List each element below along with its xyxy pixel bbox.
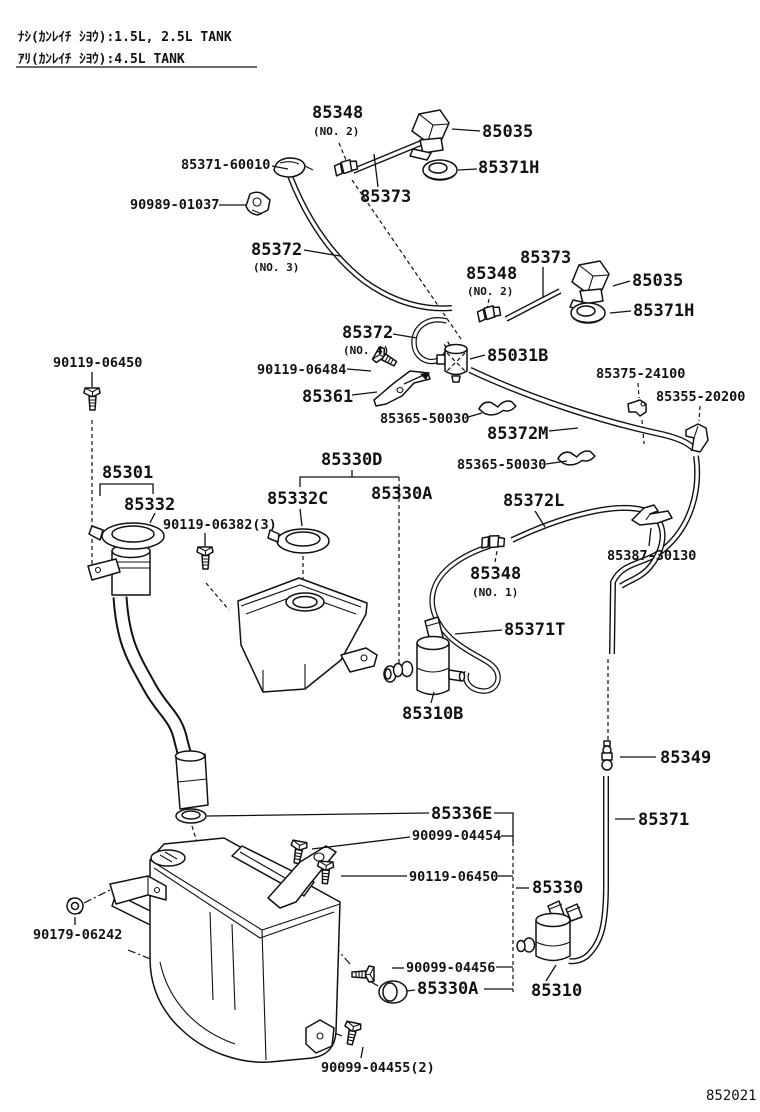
- part-label-85031B: 85031B: [487, 346, 549, 366]
- clamp-90989-01037: [245, 191, 271, 216]
- part-label-85330A-upper: 85330A: [371, 484, 433, 504]
- part-label-85387-30130: 85387-30130: [607, 548, 697, 564]
- part-label-85332C: 85332C: [267, 489, 329, 509]
- tank-note-line2: ｱﾘ(ｶﾝﾚｲﾁ ｼﾖｳ):4.5L TANK: [18, 52, 185, 67]
- connector-85031B: [436, 343, 468, 383]
- part-label-85371-60010: 85371-60010: [181, 157, 271, 173]
- part-label-85330D: 85330D: [321, 450, 383, 470]
- part-label-85348-no2-mid: 85348: [466, 264, 518, 284]
- filler-neck-85301: [87, 543, 209, 810]
- joint-85349: [601, 740, 613, 771]
- hose-85371-lower: [568, 776, 609, 965]
- part-sublabel-no3: (NO. 3): [253, 261, 300, 274]
- part-label-90119-06484: 90119-06484: [257, 362, 347, 378]
- drawing-number: 852021: [706, 1088, 757, 1104]
- nut-90179-06242: [66, 897, 84, 915]
- part-sublabel-no4: (NO. 4): [343, 344, 390, 357]
- washer-pump-85310: [516, 900, 583, 962]
- grommet-85371H-mid: [570, 302, 606, 324]
- clamp-85365-50030-lower: [556, 448, 597, 467]
- cap-85332: [88, 522, 165, 550]
- part-label-90119-06450-top: 90119-06450: [53, 355, 143, 371]
- hose-85372-no3: [287, 174, 453, 312]
- part-label-85365-50030-lower: 85365-50030: [457, 457, 547, 473]
- part-label-85372-no4: 85372: [342, 323, 394, 343]
- grommet-85371H-top: [422, 159, 458, 181]
- bolt-90099-04456: [351, 965, 375, 983]
- tube-85372M: [468, 367, 697, 452]
- grommet-85336E: [175, 808, 207, 824]
- sub-tank-85330A: [237, 577, 378, 693]
- part-label-90119-06382: 90119-06382(3): [163, 517, 277, 533]
- joint-85348-no2-mid: [476, 304, 502, 323]
- part-label-85365-50030-upper: 85365-50030: [380, 411, 470, 427]
- part-label-85372-no3: 85372: [251, 240, 303, 260]
- hose-85371-upper: [609, 455, 701, 655]
- part-sublabel-no2-top: (NO. 2): [313, 125, 360, 138]
- part-label-85336E: 85336E: [431, 804, 493, 824]
- part-label-85373-mid: 85373: [520, 248, 572, 268]
- hose-85371T: [429, 543, 501, 694]
- clip-85387-30130: [631, 504, 673, 526]
- part-label-85349: 85349: [660, 748, 712, 768]
- part-label-85035-top: 85035: [482, 122, 534, 142]
- part-label-85373-top: 85373: [360, 187, 412, 207]
- part-label-85330: 85330: [532, 878, 584, 898]
- part-label-85372M: 85372M: [487, 424, 549, 444]
- clip-85371-60010: [273, 157, 314, 178]
- grommet-85330A-lower: [378, 980, 408, 1004]
- part-label-85361: 85361: [302, 387, 354, 407]
- hose-85373-mid: [504, 288, 562, 322]
- part-label-85330A-lower: 85330A: [417, 979, 479, 999]
- cap-85332C: [267, 528, 330, 554]
- bolt-90099-04455: [340, 1020, 363, 1047]
- leader-lines: [16, 66, 656, 1059]
- washer-nozzle-85035-top: [409, 109, 450, 161]
- part-label-85355-20200: 85355-20200: [656, 389, 746, 405]
- part-label-85348-no2-top: 85348: [312, 103, 364, 123]
- bolt-90119-06382: [196, 546, 214, 570]
- part-label-85035-mid: 85035: [632, 271, 684, 291]
- part-sublabel-no2-mid: (NO. 2): [467, 285, 514, 298]
- part-label-90099-04456: 90099-04456: [406, 960, 496, 976]
- washer-pump-85310B: [383, 616, 466, 696]
- part-label-85371: 85371: [638, 810, 690, 830]
- part-label-90179-06242: 90179-06242: [33, 927, 123, 943]
- part-label-85371H-top: 85371H: [478, 158, 540, 178]
- elbow-85375-24100: [627, 399, 647, 417]
- tank-note-line1: ﾅｼ(ｶﾝﾚｲﾁ ｼﾖｳ):1.5L, 2.5L TANK: [18, 30, 232, 45]
- elbow-85355-20200: [685, 423, 709, 453]
- part-label-85375-24100: 85375-24100: [596, 366, 686, 382]
- clamp-85365-50030-upper: [477, 398, 518, 417]
- hose-85373-top: [351, 140, 423, 174]
- part-label-85301: 85301: [102, 463, 154, 483]
- part-label-90989-01037: 90989-01037: [130, 197, 220, 213]
- part-label-85332: 85332: [124, 495, 176, 515]
- washer-jar-85330: [109, 837, 341, 1063]
- part-label-90119-06450-jar: 90119-06450: [409, 869, 499, 885]
- bracket-85361: [373, 370, 431, 407]
- part-label-85371T: 85371T: [504, 620, 566, 640]
- bolt-90119-06450-top: [83, 387, 101, 411]
- part-sublabel-no1: (NO. 1): [472, 586, 519, 599]
- part-label-85372L: 85372L: [503, 491, 565, 511]
- part-label-90099-04454: 90099-04454: [412, 828, 502, 844]
- part-label-90099-04455: 90099-04455(2): [321, 1060, 435, 1076]
- part-label-85371H-mid: 85371H: [633, 301, 695, 321]
- part-label-85310: 85310: [531, 981, 583, 1001]
- part-label-85310B: 85310B: [402, 704, 464, 724]
- part-label-85348-no1: 85348: [470, 564, 522, 584]
